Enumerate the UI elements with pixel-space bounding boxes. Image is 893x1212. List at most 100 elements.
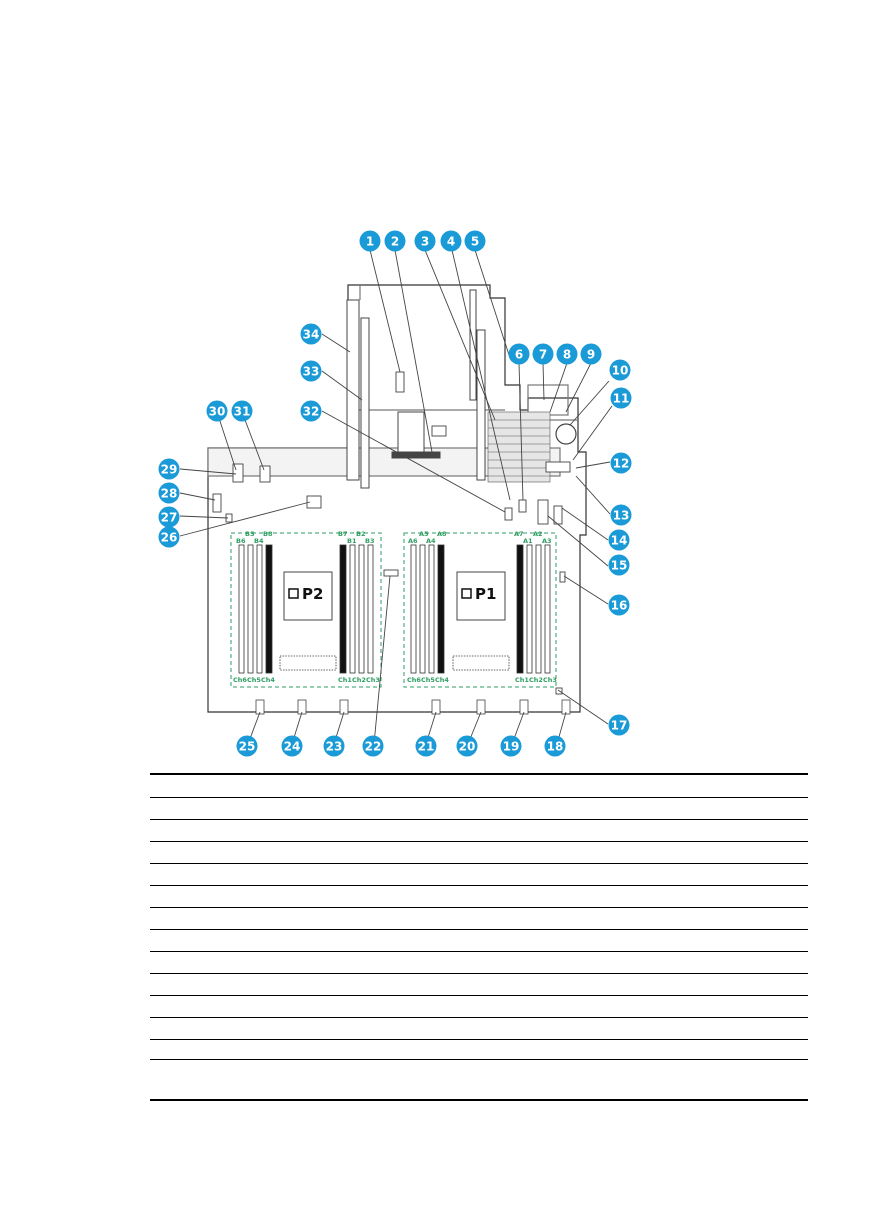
callout-16: 16: [608, 594, 630, 616]
board-connectors: [212, 371, 571, 695]
svg-text:14: 14: [611, 534, 628, 548]
svg-text:5: 5: [471, 235, 479, 249]
dimm-label-a7: A7: [514, 530, 524, 538]
svg-text:20: 20: [459, 740, 476, 754]
channel-label: Ch3: [366, 676, 380, 684]
svg-text:29: 29: [161, 463, 178, 477]
callout-25: 25: [236, 735, 258, 757]
system-battery: [555, 423, 577, 445]
callout-30: 30: [206, 400, 228, 422]
callout-31: 31: [231, 400, 253, 422]
svg-text:33: 33: [303, 365, 320, 379]
svg-text:18: 18: [547, 740, 564, 754]
callout-18: 18: [544, 735, 566, 757]
dimm-label-b2: B2: [356, 530, 365, 538]
dimm-slots-p1: [410, 544, 551, 674]
svg-text:4: 4: [447, 235, 455, 249]
callout-20: 20: [456, 735, 478, 757]
table-row-rule: [150, 797, 808, 798]
table-row-rule: [150, 863, 808, 864]
table-row-rule: [150, 973, 808, 974]
callout-6: 6: [508, 343, 530, 365]
callout-24: 24: [281, 735, 303, 757]
channel-label: Ch2: [352, 676, 366, 684]
channel-label: Ch2: [529, 676, 543, 684]
table-row-rule: [150, 819, 808, 820]
channel-label: Ch4: [435, 676, 449, 684]
callout-10: 10: [609, 359, 631, 381]
table-row-rule: [150, 951, 808, 952]
dimm-label-a4: A4: [426, 537, 436, 545]
svg-text:26: 26: [161, 531, 178, 545]
dimm-slots-p2: [238, 544, 374, 674]
dimm-zones: [230, 532, 557, 688]
callout-29: 29: [158, 458, 180, 480]
table-row-rule: [150, 841, 808, 842]
svg-text:31: 31: [234, 405, 251, 419]
table-row-rule: [150, 1039, 808, 1040]
svg-text:2: 2: [391, 235, 399, 249]
callout-14: 14: [608, 529, 630, 551]
table-row-rule: [150, 995, 808, 996]
svg-text:17: 17: [611, 719, 628, 733]
svg-text:27: 27: [161, 511, 178, 525]
svg-text:12: 12: [613, 457, 630, 471]
cpu-label-p1: P1: [475, 585, 496, 603]
dimm-label-a6: A6: [408, 537, 418, 545]
svg-text:28: 28: [161, 487, 178, 501]
dimm-label-b1: B1: [347, 537, 357, 545]
callout-4: 4: [440, 230, 462, 252]
dimm-label-b3: B3: [365, 537, 374, 545]
callout-22: 22: [362, 735, 384, 757]
svg-text:25: 25: [239, 740, 256, 754]
callout-15: 15: [608, 554, 630, 576]
cpu-label-p2: P2: [302, 585, 323, 603]
table-row-rule: [150, 1059, 808, 1060]
channel-label: Ch5: [421, 676, 435, 684]
dimm-label-b4: B4: [254, 537, 264, 545]
svg-text:7: 7: [539, 348, 547, 362]
callout-7: 7: [532, 343, 554, 365]
dimm-label-a3: A3: [542, 537, 552, 545]
dimm-label-a5: A5: [419, 530, 429, 538]
channel-label: Ch1: [515, 676, 529, 684]
svg-text:1: 1: [366, 235, 374, 249]
callout-34: 34: [300, 323, 322, 345]
svg-text:6: 6: [515, 348, 523, 362]
svg-text:13: 13: [613, 509, 630, 523]
callout-11: 11: [610, 387, 632, 409]
callout-2: 2: [384, 230, 406, 252]
dimm-label-b7: B7: [338, 530, 347, 538]
callout-26: 26: [158, 526, 180, 548]
svg-text:22: 22: [365, 740, 382, 754]
table-top-rule: [150, 773, 808, 775]
svg-text:9: 9: [587, 348, 595, 362]
callout-5: 5: [464, 230, 486, 252]
channel-label: Ch6: [233, 676, 247, 684]
dimm-label-b5: B5: [245, 530, 255, 538]
callout-9: 9: [580, 343, 602, 365]
callout-3: 3: [414, 230, 436, 252]
dimm-label-a1: A1: [523, 537, 533, 545]
callout-1: 1: [359, 230, 381, 252]
svg-text:10: 10: [612, 364, 629, 378]
table-row-rule: [150, 885, 808, 886]
svg-text:15: 15: [611, 559, 628, 573]
chipset-heatsink: [487, 411, 551, 483]
svg-text:16: 16: [611, 599, 628, 613]
dimm-label-a8: A8: [437, 530, 447, 538]
table-row-rule: [150, 929, 808, 930]
channel-label: Ch3: [543, 676, 557, 684]
svg-text:24: 24: [284, 740, 301, 754]
cpu-socket-p1: P1: [452, 571, 510, 671]
callout-19: 19: [500, 735, 522, 757]
svg-text:34: 34: [303, 328, 320, 342]
svg-text:32: 32: [303, 405, 320, 419]
callout-17: 17: [608, 714, 630, 736]
callout-21: 21: [415, 735, 437, 757]
channel-label: Ch4: [261, 676, 275, 684]
svg-text:8: 8: [563, 348, 571, 362]
channel-label: Ch5: [247, 676, 261, 684]
svg-text:30: 30: [209, 405, 226, 419]
table-row-rule: [150, 907, 808, 908]
